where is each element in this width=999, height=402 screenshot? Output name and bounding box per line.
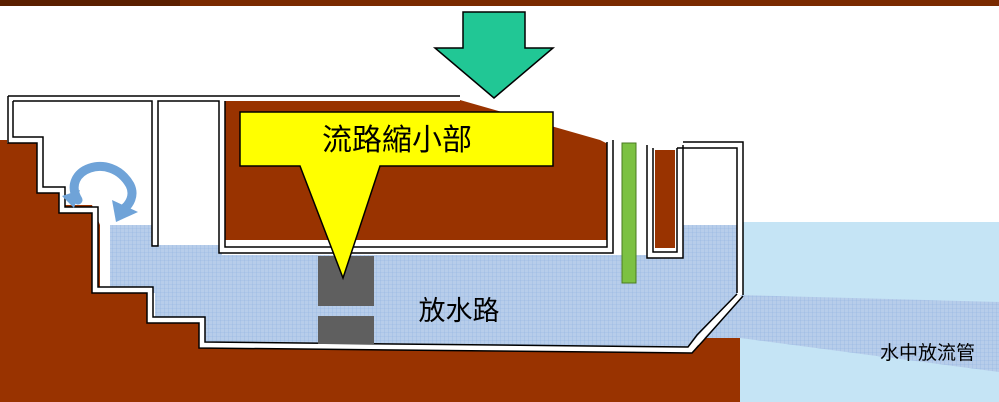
ground-soil (0, 140, 740, 402)
curved-flow-arrow-icon (62, 162, 138, 222)
top-border-bar (0, 0, 999, 6)
pipe-label: 水中放流管 (880, 342, 975, 364)
top-border-accent (0, 0, 180, 6)
narrowing-callout (239, 111, 554, 281)
ground-base (0, 345, 740, 402)
concrete-structure (7, 95, 743, 354)
concrete-outline (7, 95, 744, 354)
channel-label: 放水路 (419, 296, 500, 327)
down-arrow-icon (432, 11, 556, 99)
soil-pocket (655, 150, 675, 248)
green-post (621, 142, 637, 284)
narrowing-block-lower (318, 316, 374, 344)
narrowing-label: 流路縮小部 (322, 123, 472, 158)
